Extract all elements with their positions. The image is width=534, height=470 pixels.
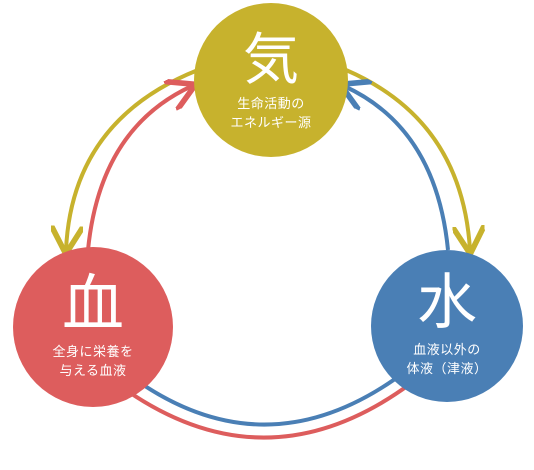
ketsu-label-line1: 全身に栄養を [52,345,134,360]
ki-label-line2: エネルギー源 [230,116,312,131]
node-sui: 水 血液以外の 体液（津液） [371,250,523,402]
arrow-ketsu-to-ki [86,86,192,251]
ki-label-line1: 生命活動の [237,97,305,112]
sui-kanji: 水 [417,268,477,338]
arrow-ki-to-sui [345,68,470,250]
arrow-ketsu-to-sui-red [124,382,412,440]
arrow-sui-to-ki [344,86,450,251]
arrow-ketsu-to-sui-blue [134,372,404,427]
sui-label-line2: 体液（津液） [406,362,488,377]
arrow-ki-to-ketsu [66,68,199,250]
sui-label-line1: 血液以外の [413,343,481,358]
ketsu-label-line2: 与える血液 [59,364,127,379]
node-ki: 気 生命活動の エネルギー源 [194,3,348,157]
node-ketsu: 血 全身に栄養を 与える血液 [13,247,173,407]
ki-kanji: 気 [243,28,299,93]
ketsu-kanji: 血 [61,267,124,340]
